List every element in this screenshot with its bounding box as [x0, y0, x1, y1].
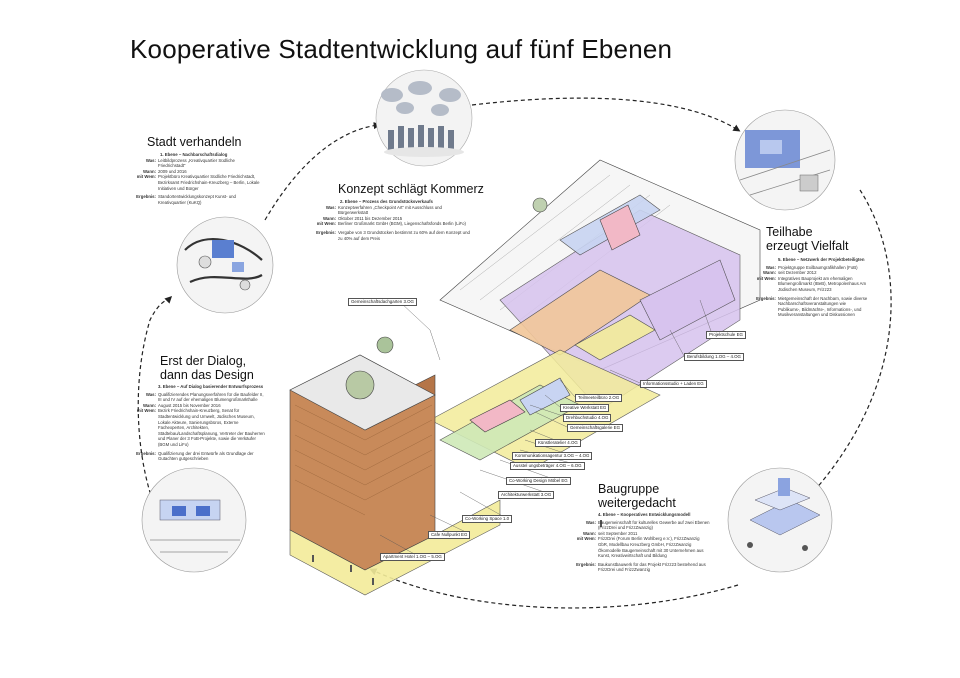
heading-baugruppe-line1: Baugruppe	[598, 482, 660, 496]
tag-ausstellung: Ausstel ungsbeträger 4.OG – 6.OG	[510, 462, 585, 470]
vignette-stadt	[176, 216, 274, 314]
block-stadt: 1. Ebene – Nachbarschaftsdialog Was:Leit…	[102, 152, 262, 205]
vignette-dialog	[141, 467, 247, 573]
arrow-3	[813, 189, 892, 493]
vignette-konzept	[375, 69, 473, 167]
block-teilhabe: 5. Ebene – Netzwerk der Projektbeteiligt…	[748, 257, 868, 318]
block-baugruppe: 4. Ebene – Kooperatives Entwicklungsmode…	[560, 512, 710, 573]
level-teilhabe: 5. Ebene – Netzwerk der Projektbeteiligt…	[778, 257, 865, 262]
heading-konzept: Konzept schlägt Kommerz	[338, 182, 484, 196]
level-stadt: 1. Ebene – Nachbarschaftsdialog	[160, 152, 228, 157]
heading-baugruppe-line2: weitergedacht	[598, 496, 676, 510]
row-baugruppe-mitwem: mit Wem:FrizzDrei (Forum Berlin Wohlberg…	[576, 536, 704, 559]
tag-gemeinschaftsgalerie: Gemeinschaftsgalerie EG	[567, 424, 624, 432]
tag-cafe-nullpunkt: Cafe Nullpunkt EG	[428, 531, 471, 539]
level-baugruppe: 4. Ebene – Kooperatives Entwicklungsmode…	[598, 512, 691, 517]
arrow-4	[369, 568, 739, 609]
level-dialog: 3. Ebene – Auf Dialog basierender Entwur…	[158, 384, 264, 389]
vignette-baugruppe	[727, 467, 833, 573]
row-dialog-wann: Wann:August 2015 bis November 2016	[143, 402, 221, 408]
arrow-2	[471, 97, 741, 132]
heading-dialog: Erst der Dialog, dann das Design	[160, 354, 254, 382]
tag-leaders	[379, 299, 713, 557]
row-konzept-was: Was:Konzeptverfahren „Checkpoint Art“ mi…	[325, 204, 442, 216]
tag-informationsstudio: Informationsstudio + Laden EG	[640, 380, 707, 388]
page-title: Kooperative Stadtentwicklung auf fünf Eb…	[130, 34, 673, 64]
block-dialog: 3. Ebene – Auf Dialog basierender Entwur…	[116, 384, 266, 462]
tag-kuenstleratelier: Künstleratelier 4.OG	[535, 439, 581, 447]
row-teilhabe-mitwem: mit Wem:Integratives Bauprojekt am ehema…	[756, 275, 867, 292]
tag-kommunikationsagentur: Kommunikationsagentur 3.OG – 4.OG	[512, 452, 593, 460]
tag-coworking-design: Co-Working Design Möbel EG	[506, 477, 571, 485]
heading-teilhabe: Teilhabe erzeugt Vielfalt	[766, 225, 848, 253]
tag-apartment-hotel: Apartment Hotel 1.OG – 5.OG	[380, 553, 445, 561]
row-baugruppe-wann: Wann:seit September 2011	[583, 530, 638, 536]
row-stadt-was: Was:Leitbildprozess „Kreativquartier Süd…	[145, 157, 235, 169]
row-konzept-mitwem: mit Wem:Berliner Großmarkt GmbH (BGM), L…	[316, 221, 466, 227]
row-dialog-was: Was:Qualifizierendes Planungsverfahren f…	[145, 391, 264, 403]
tag-projektschule: Projektschule EG	[706, 331, 746, 339]
heading-baugruppe: Baugruppe weitergedacht	[598, 482, 676, 510]
tag-coworking-space: Co-Working Space 1.0	[462, 515, 513, 523]
vignette-teilhabe	[734, 109, 836, 211]
tag-drehbuchstudio: Drehbuchstudio 4.OG	[563, 414, 612, 422]
heading-teilhabe-line2: erzeugt Vielfalt	[766, 239, 849, 253]
row-dialog-mitwem: mit Wem:Bezirk Friedrichshain-Kreuzberg,…	[136, 408, 265, 447]
row-teilhabe-was: Was:Projektgruppe Exilbaumgrafikhallen (…	[765, 264, 858, 270]
heading-dialog-line2: dann das Design	[160, 368, 254, 382]
row-dialog-result: Ergebnis:Qualifizierung der drei Entwürf…	[136, 450, 254, 462]
row-baugruppe-result: Ergebnis:Baukunstbauwerk für das Projekt…	[576, 561, 706, 573]
heading-dialog-line1: Erst der Dialog,	[160, 354, 247, 368]
row-baugruppe-was: Was:Baugemeinschaft für kulturelles Gewe…	[585, 519, 710, 531]
heading-stadt: Stadt verhandeln	[147, 135, 242, 149]
row-stadt-result: Ergebnis:Standortentwicklungskonzept Kun…	[136, 194, 236, 205]
row-teilhabe-wann: Wann:seit Dezember 2012	[763, 270, 817, 276]
people	[312, 520, 602, 585]
row-stadt-mitwem: mit Wem:Projektbüro Kreativquartier Südl…	[136, 174, 260, 191]
heading-teilhabe-line1: Teilhabe	[766, 225, 813, 239]
row-stadt-wann: Wann:2009 und 2016	[143, 168, 187, 174]
tag-teilmeeteilbuero: Teilmeeteilbüro 2.OG	[575, 394, 623, 402]
row-konzept-wann: Wann:Oktober 2011 bis Dezember 2015	[323, 215, 403, 221]
tag-gemeinschaftsdachgarten: Gemeinschaftsdachgarten 3.OG	[348, 298, 417, 306]
arrow-1	[264, 121, 381, 221]
row-konzept-result: Ergebnis:Vergabe von 3 Grundstücken best…	[316, 229, 470, 241]
level-konzept: 2. Ebene – Prozess des Grundstücksverkau…	[340, 199, 433, 204]
row-teilhabe-result: Ergebnis:Mietgemeinschaft der Nachbarn, …	[756, 295, 868, 318]
block-konzept: 2. Ebene – Prozess des Grundstücksverkau…	[300, 199, 470, 241]
tag-kreative-werkstatt: Kreative Werkstatt EG	[560, 404, 610, 412]
tag-architekturwerkstatt: Architekturwerkstatt 3.OG	[498, 491, 555, 499]
tag-berufsbildung: Berufsbildung 1.OG – 4.OG	[684, 353, 744, 361]
